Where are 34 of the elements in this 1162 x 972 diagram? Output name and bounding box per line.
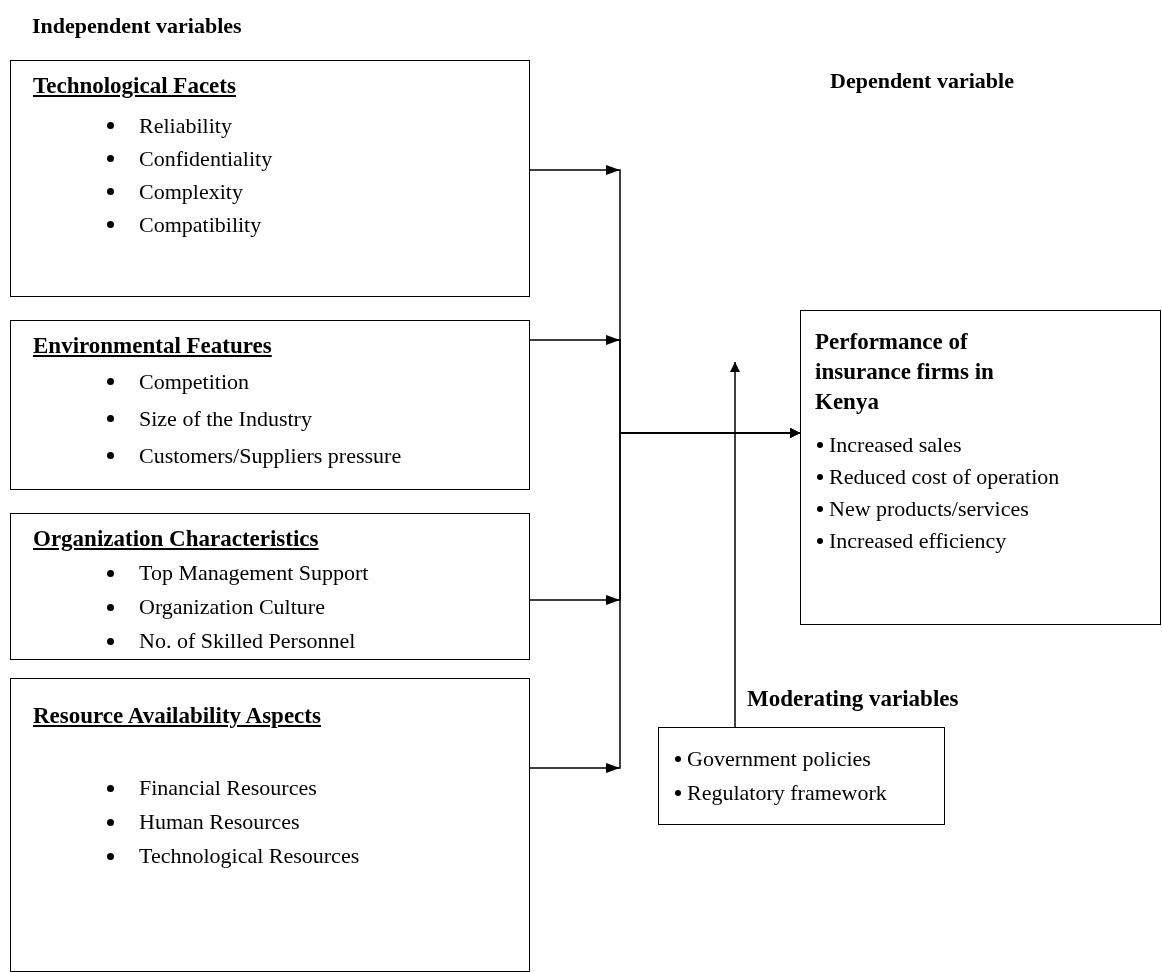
bullet-item: Competition — [139, 369, 249, 394]
bullet-item: Customers/Suppliers pressure — [139, 443, 402, 468]
variable-box — [800, 310, 1161, 625]
section-label: Dependent variable — [830, 68, 1014, 94]
variable-box — [10, 678, 530, 972]
box-heading: Performance of insurance firms in Kenya — [815, 328, 995, 416]
bullet-item: Technological Resources — [139, 843, 360, 868]
bullet-item: Compatibility — [139, 212, 262, 237]
bullet-item: Regulatory framework — [687, 780, 887, 805]
bullet-item: Top Management Support — [139, 560, 369, 585]
arrow — [730, 361, 740, 728]
arrow — [529, 428, 801, 773]
bullet-item: New products/services — [829, 496, 1029, 521]
box-heading: Technological Facets — [33, 73, 236, 99]
box-heading: Organization Characteristics — [33, 526, 319, 552]
bullet-item: Size of the Industry — [139, 406, 312, 431]
bullet-item: Reduced cost of operation — [829, 464, 1060, 489]
bullet-item: No. of Skilled Personnel — [139, 628, 356, 653]
bullet-item: Organization Culture — [139, 594, 325, 619]
box-heading: Resource Availability Aspects — [33, 703, 321, 729]
box-heading: Environmental Features — [33, 333, 272, 359]
bullet-item: Financial Resources — [139, 775, 317, 800]
section-label: Independent variables — [32, 13, 242, 39]
bullet-item: Reliability — [139, 113, 232, 138]
variable-box — [10, 513, 530, 660]
variable-box — [10, 320, 530, 490]
bullet-item: Human Resources — [139, 809, 300, 834]
box-heading: Moderating variables — [747, 686, 959, 712]
bullet-item: Increased efficiency — [829, 528, 1007, 553]
bullet-item: Confidentiality — [139, 146, 273, 171]
variable-box — [10, 60, 530, 297]
bullet-item: Increased sales — [829, 432, 962, 457]
bullet-item: Complexity — [139, 179, 243, 204]
bullet-item: Government policies — [687, 746, 871, 771]
